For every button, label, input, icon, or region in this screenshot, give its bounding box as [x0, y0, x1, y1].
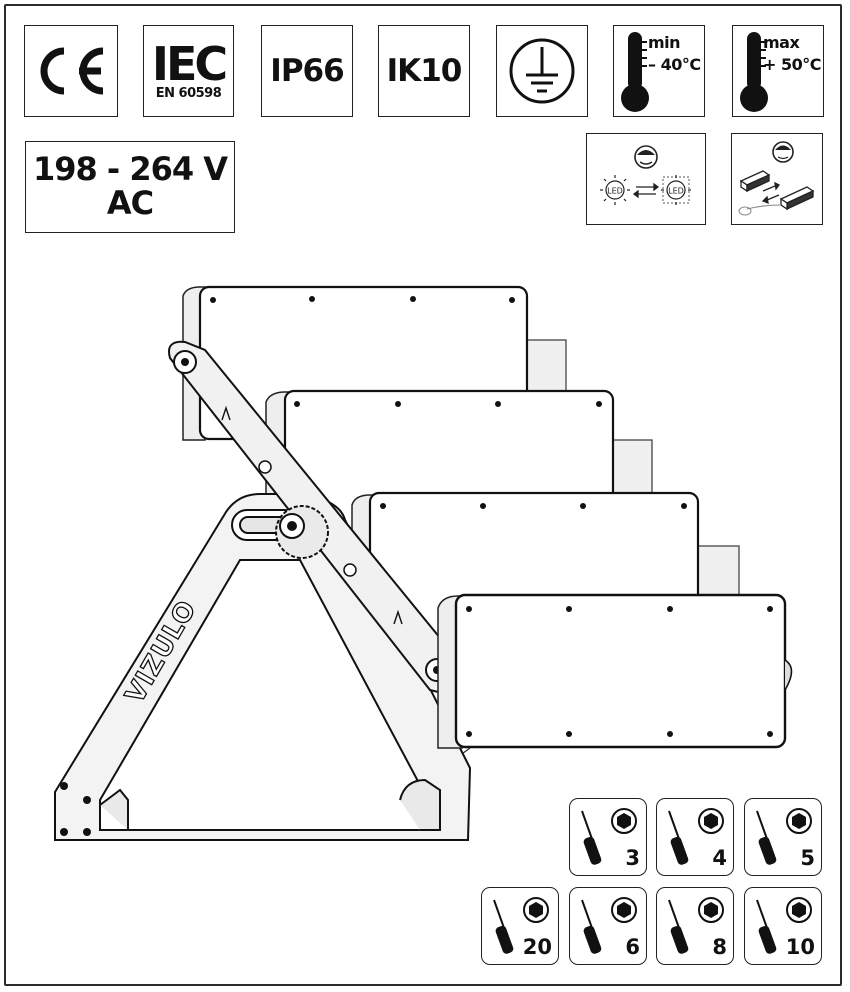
- hex-socket-icon: [698, 808, 724, 834]
- voltage-badge: 198 - 264 V AC: [25, 141, 235, 233]
- tool-size: 6: [625, 935, 640, 959]
- ik-rating-label: IK10: [386, 53, 463, 89]
- ce-mark-icon: [40, 47, 104, 95]
- max-temperature-label: max: [763, 33, 800, 52]
- ip-rating-badge: IP66: [261, 25, 353, 117]
- max-temperature-badge: max + 50°C: [732, 25, 824, 117]
- screwdriver-icon: [668, 810, 689, 865]
- max-temperature-value: + 50°C: [763, 55, 821, 74]
- tool-size: 10: [785, 935, 815, 959]
- tool-card: 5: [744, 798, 822, 876]
- screwdriver-icon: [756, 899, 777, 954]
- screwdriver-icon: [668, 899, 689, 954]
- min-temperature-value: – 40°C: [648, 55, 701, 74]
- tool-card: 3: [569, 798, 647, 876]
- protective-earth-icon: [509, 38, 575, 104]
- driver-swap-badge: [731, 133, 823, 225]
- tool-size: 8: [712, 935, 727, 959]
- tool-size: 4: [712, 846, 727, 870]
- hex-socket-icon: [611, 897, 637, 923]
- tool-size: 3: [625, 846, 640, 870]
- tool-size: 5: [800, 846, 815, 870]
- iec-label: IEC: [151, 36, 228, 91]
- tool-card: 4: [656, 798, 734, 876]
- voltage-range: 198 - 264 V: [32, 150, 228, 189]
- driver-replaceable-icon: [738, 141, 815, 216]
- ik-rating-badge: IK10: [378, 25, 470, 117]
- thermometer-icon: [621, 32, 649, 112]
- led-swap-badge: LED LED: [586, 133, 706, 225]
- ip-rating-label: IP66: [270, 53, 344, 89]
- hex-socket-icon: [786, 808, 812, 834]
- iec-standard-label: EN 60598: [155, 85, 222, 101]
- hex-socket-icon: [611, 808, 637, 834]
- led-left-label: LED: [607, 187, 623, 196]
- page-frame: [4, 4, 842, 986]
- tool-card: 10: [744, 887, 822, 965]
- ground-badge: [496, 25, 588, 117]
- screwdriver-icon: [581, 899, 602, 954]
- thermometer-icon: [740, 32, 768, 112]
- led-right-label: LED: [668, 187, 684, 196]
- min-temperature-badge: min – 40°C: [613, 25, 705, 117]
- led-module-replaceable-icon: LED LED: [600, 145, 691, 205]
- tool-card: 8: [656, 887, 734, 965]
- screwdriver-icon: [756, 810, 777, 865]
- hex-socket-icon: [523, 897, 549, 923]
- tool-size: 20: [522, 935, 552, 959]
- tool-card: 6: [569, 887, 647, 965]
- voltage-type: AC: [106, 184, 154, 222]
- hex-socket-icon: [786, 897, 812, 923]
- ce-badge: [24, 25, 118, 117]
- tool-card: 20: [481, 887, 559, 965]
- screwdriver-icon: [493, 899, 514, 954]
- iec-badge: IEC EN 60598: [143, 25, 234, 117]
- min-temperature-label: min: [648, 33, 681, 52]
- screwdriver-icon: [581, 810, 602, 865]
- hex-socket-icon: [698, 897, 724, 923]
